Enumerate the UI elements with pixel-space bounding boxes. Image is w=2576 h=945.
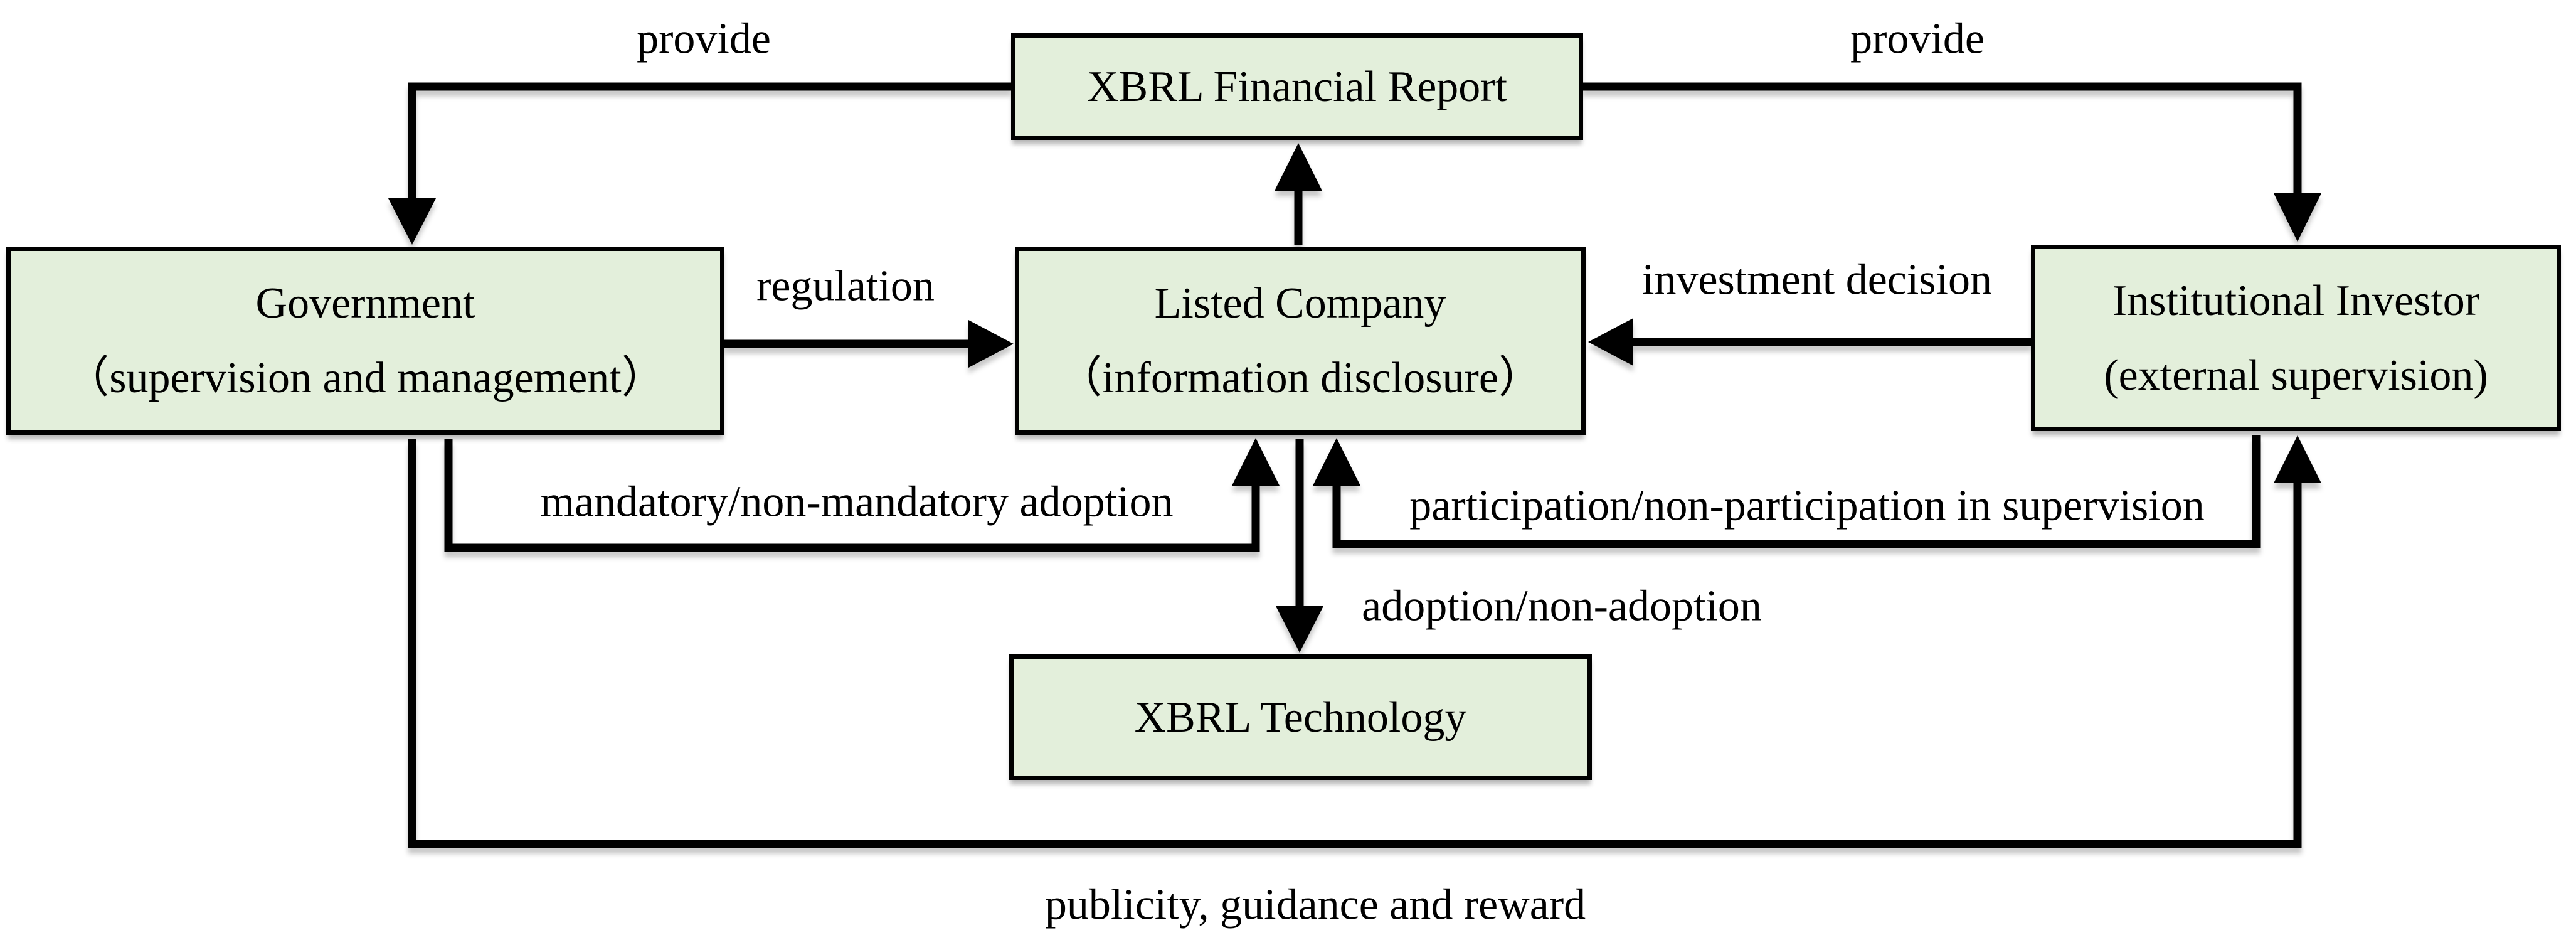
- node-subtitle: （supervision and management）: [65, 354, 665, 402]
- node-listed-company: Listed Company （information disclosure）: [1015, 247, 1586, 435]
- edge-adoption-arrowhead: [1276, 606, 1323, 653]
- node-xbrl-technology: XBRL Technology: [1009, 654, 1592, 780]
- edge-mandatory-adoption-arrowhead: [1232, 438, 1280, 486]
- node-title: XBRL Technology: [1134, 693, 1467, 742]
- node-title: Institutional Investor: [2112, 276, 2480, 325]
- edge-label-participation-supervision: participation/non-participation in super…: [1409, 481, 2205, 530]
- edge-company-to-report-arrowhead: [1275, 143, 1322, 191]
- edge-label-adoption-non-adoption: adoption/non-adoption: [1362, 582, 1762, 631]
- edge-publicity-arrowhead: [2274, 435, 2321, 483]
- node-institutional-investor: Institutional Investor (external supervi…: [2031, 245, 2561, 431]
- node-subtitle: (external supervision): [2104, 351, 2488, 400]
- edge-mandatory-adoption-line: [444, 439, 1260, 552]
- edge-label-regulation: regulation: [756, 262, 935, 311]
- edge-label-provide-right: provide: [1850, 14, 1985, 63]
- edge-label-provide-left: provide: [637, 14, 771, 63]
- edge-label-investment-decision: investment decision: [1642, 255, 1992, 304]
- edge-provide-right-line: [1583, 82, 2302, 196]
- node-subtitle: （information disclosure）: [1058, 354, 1542, 402]
- edge-provide-right-arrowhead: [2274, 193, 2321, 242]
- edge-publicity-line: [408, 439, 2302, 848]
- edge-participation-line: [1332, 435, 2261, 548]
- node-title: XBRL Financial Report: [1086, 62, 1508, 111]
- edge-investment-decision-arrowhead: [1588, 318, 1633, 366]
- edge-participation-arrowhead: [1313, 438, 1360, 486]
- node-government: Government （supervision and management）: [6, 247, 724, 435]
- edge-label-publicity-guidance-reward: publicity, guidance and reward: [1044, 880, 1586, 929]
- node-xbrl-financial-report: XBRL Financial Report: [1011, 33, 1583, 140]
- edge-regulation-arrowhead: [968, 320, 1014, 368]
- edge-label-mandatory-adoption: mandatory/non-mandatory adoption: [540, 478, 1174, 526]
- node-title: Government: [255, 279, 475, 328]
- edge-provide-left-line: [408, 82, 1011, 202]
- node-title: Listed Company: [1154, 279, 1446, 328]
- edge-provide-left-arrowhead: [388, 198, 436, 245]
